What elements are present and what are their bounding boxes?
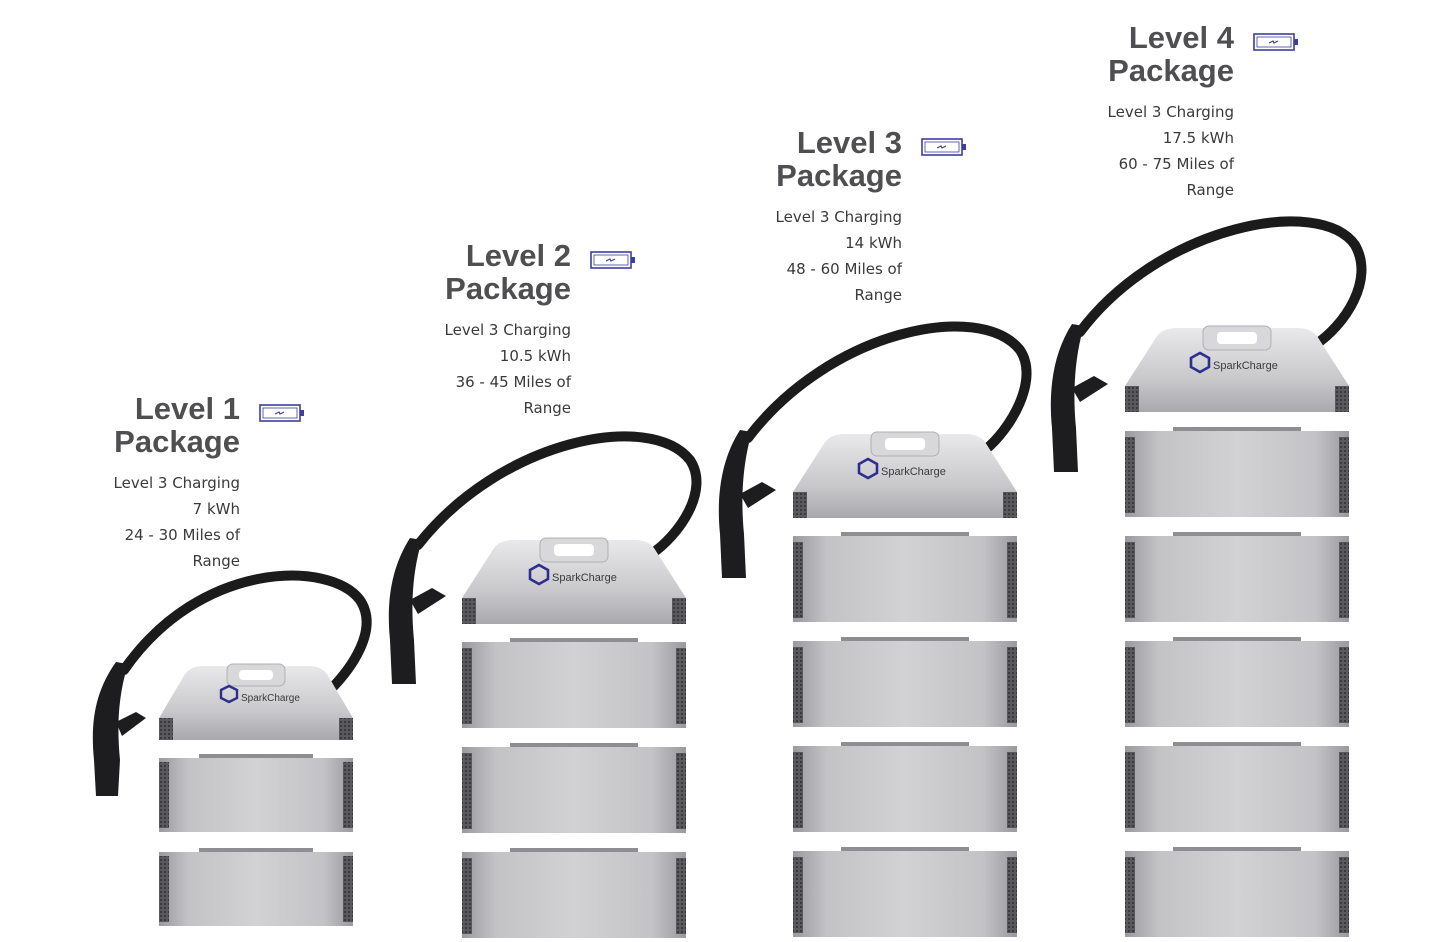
package-title: Level 1 Package [0, 392, 240, 458]
battery-module [1125, 847, 1349, 937]
charging-level: Level 3 Charging [113, 474, 240, 492]
package-title-line-1: Level 2 [465, 238, 571, 273]
battery-module [793, 847, 1017, 937]
battery-module [159, 848, 353, 926]
battery-module [462, 638, 686, 728]
battery-module [793, 742, 1017, 832]
battery-module [793, 637, 1017, 727]
battery-charging-icon [1253, 33, 1299, 51]
charger-top-unit: SparkCharge [462, 537, 686, 624]
range-line-1: 48 - 60 Miles of [786, 260, 902, 278]
range-line-1: 24 - 30 Miles of [124, 526, 240, 544]
package-title-line-1: Level 1 [134, 391, 240, 426]
charging-plug-icon [718, 430, 752, 578]
battery-module [462, 743, 686, 833]
package-info: Level 3 Package Level 3 Charging 14 kWh … [662, 126, 902, 308]
package-title-line-2: Package [114, 424, 240, 459]
battery-module [1125, 532, 1349, 622]
battery-module [1125, 637, 1349, 727]
charger-top-unit: SparkCharge [793, 431, 1017, 518]
package-title-line-1: Level 4 [1128, 20, 1234, 55]
brand-logo: SparkCharge [881, 466, 946, 478]
package-title-line-2: Package [1108, 53, 1234, 88]
package-info: Level 1 Package Level 3 Charging 7 kWh 2… [0, 392, 240, 574]
charging-plug-icon [388, 538, 422, 684]
brand-logo: SparkCharge [552, 572, 617, 584]
charger-top-unit: SparkCharge [159, 663, 353, 740]
range-line-2: Range [1186, 181, 1234, 199]
battery-module [793, 532, 1017, 622]
charging-level: Level 3 Charging [775, 208, 902, 226]
battery-charging-icon [590, 251, 636, 269]
package-title-line-2: Package [776, 158, 902, 193]
package-specs: Level 3 Charging 17.5 kWh 60 - 75 Miles … [994, 99, 1234, 203]
battery-module [1125, 427, 1349, 517]
range-line-1: 60 - 75 Miles of [1118, 155, 1234, 173]
package-info: Level 2 Package Level 3 Charging 10.5 kW… [331, 239, 571, 421]
charging-level: Level 3 Charging [444, 321, 571, 339]
charger-top-unit: SparkCharge [1125, 325, 1349, 412]
brand-logo: SparkCharge [1213, 360, 1278, 372]
package-specs: Level 3 Charging 14 kWh 48 - 60 Miles of… [662, 204, 902, 308]
package-title: Level 4 Package [994, 21, 1234, 87]
battery-module [462, 848, 686, 938]
package-title-line-2: Package [445, 271, 571, 306]
battery-module [159, 754, 353, 832]
range-line-2: Range [523, 399, 571, 417]
package-title-line-1: Level 3 [796, 125, 902, 160]
range-line-2: Range [854, 286, 902, 304]
charging-level: Level 3 Charging [1107, 103, 1234, 121]
capacity: 10.5 kWh [499, 347, 571, 365]
battery-charging-icon [921, 138, 967, 156]
package-info: Level 4 Package Level 3 Charging 17.5 kW… [994, 21, 1234, 203]
capacity: 14 kWh [845, 234, 902, 252]
capacity: 7 kWh [192, 500, 240, 518]
package-specs: Level 3 Charging 7 kWh 24 - 30 Miles of … [0, 470, 240, 574]
charging-plug-icon [92, 662, 128, 796]
package-title: Level 2 Package [331, 239, 571, 305]
brand-logo: SparkCharge [241, 693, 300, 704]
charging-plug-icon [1050, 324, 1084, 472]
range-line-2: Range [192, 552, 240, 570]
package-specs: Level 3 Charging 10.5 kWh 36 - 45 Miles … [331, 317, 571, 421]
range-line-1: 36 - 45 Miles of [455, 373, 571, 391]
battery-charging-icon [259, 404, 305, 422]
capacity: 17.5 kWh [1162, 129, 1234, 147]
package-title: Level 3 Package [662, 126, 902, 192]
battery-module [1125, 742, 1349, 832]
